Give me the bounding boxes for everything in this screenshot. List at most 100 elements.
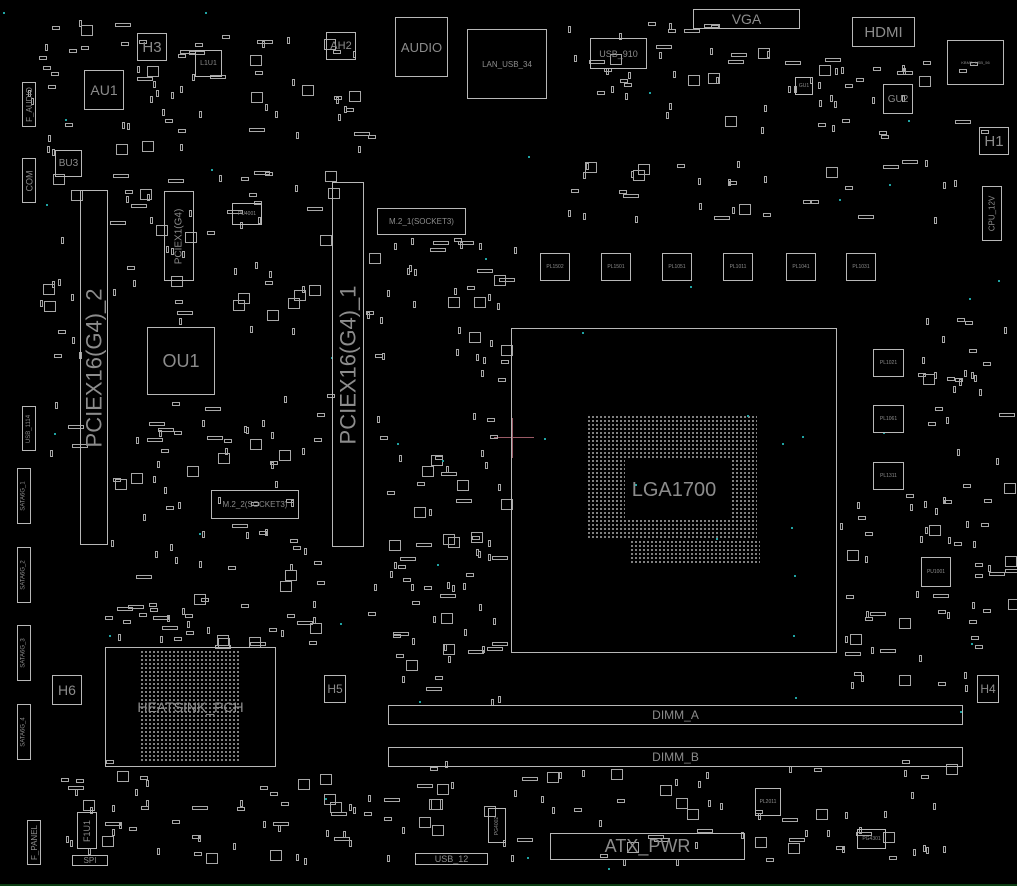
smd-component[interactable] bbox=[55, 402, 59, 410]
smd-component[interactable] bbox=[146, 779, 150, 787]
smd-component[interactable] bbox=[264, 529, 268, 537]
smd-component[interactable] bbox=[448, 537, 461, 549]
smd-component[interactable] bbox=[921, 775, 930, 780]
smd-component[interactable] bbox=[763, 212, 772, 217]
smd-component[interactable] bbox=[185, 630, 194, 635]
smd-component[interactable] bbox=[232, 300, 245, 312]
smd-component[interactable] bbox=[161, 626, 178, 631]
smd-component[interactable] bbox=[502, 840, 506, 848]
smd-component[interactable] bbox=[317, 580, 326, 585]
smd-component[interactable] bbox=[697, 781, 701, 789]
smd-component[interactable] bbox=[896, 71, 913, 76]
component-bu3[interactable]: BU3 bbox=[55, 150, 82, 177]
smd-component[interactable] bbox=[337, 113, 341, 121]
smd-component[interactable] bbox=[432, 824, 444, 836]
smd-component[interactable] bbox=[609, 54, 622, 66]
smd-component[interactable] bbox=[110, 220, 127, 225]
smd-component[interactable] bbox=[319, 234, 332, 246]
smd-component[interactable] bbox=[164, 118, 173, 123]
smd-component[interactable] bbox=[1007, 598, 1017, 610]
smd-component[interactable] bbox=[699, 202, 703, 210]
smd-component[interactable] bbox=[112, 805, 116, 813]
smd-component[interactable] bbox=[390, 570, 394, 578]
smd-component[interactable] bbox=[635, 215, 639, 223]
smd-component[interactable] bbox=[396, 653, 405, 658]
smd-component[interactable] bbox=[414, 507, 427, 519]
smd-component[interactable] bbox=[827, 830, 831, 838]
smd-component[interactable] bbox=[428, 508, 432, 516]
smd-component[interactable] bbox=[250, 54, 263, 66]
component-sata6g-4[interactable]: SATA6G_4 bbox=[17, 704, 31, 760]
smd-component[interactable] bbox=[333, 49, 342, 54]
smd-component[interactable] bbox=[448, 296, 461, 308]
smd-component[interactable] bbox=[71, 444, 88, 449]
component-pg4301[interactable]: PG4301 bbox=[857, 829, 886, 849]
smd-component[interactable] bbox=[955, 120, 972, 125]
smd-component[interactable] bbox=[369, 252, 382, 264]
smd-component[interactable] bbox=[80, 46, 89, 50]
smd-component[interactable] bbox=[297, 778, 310, 790]
smd-component[interactable] bbox=[937, 610, 946, 615]
smd-component[interactable] bbox=[669, 102, 673, 110]
smd-component[interactable] bbox=[104, 615, 113, 620]
smd-component[interactable] bbox=[500, 344, 513, 356]
smd-component[interactable] bbox=[947, 612, 951, 620]
smd-component[interactable] bbox=[140, 805, 149, 810]
smd-component[interactable] bbox=[135, 436, 139, 444]
smd-component[interactable] bbox=[546, 771, 559, 783]
smd-component[interactable] bbox=[617, 799, 626, 804]
smd-component[interactable] bbox=[687, 808, 700, 820]
smd-component[interactable] bbox=[944, 500, 953, 505]
smd-component[interactable] bbox=[933, 593, 950, 598]
smd-component[interactable] bbox=[432, 615, 436, 623]
smd-component[interactable] bbox=[127, 266, 136, 271]
component-atx-pwr[interactable]: ATX_PWR bbox=[550, 833, 745, 860]
smd-component[interactable] bbox=[112, 829, 116, 837]
smd-component[interactable] bbox=[217, 634, 230, 646]
smd-component[interactable] bbox=[683, 28, 700, 33]
smd-component[interactable] bbox=[710, 47, 714, 55]
smd-component[interactable] bbox=[513, 790, 517, 798]
smd-component[interactable] bbox=[441, 472, 458, 477]
smd-component[interactable] bbox=[206, 230, 215, 235]
smd-component[interactable] bbox=[123, 619, 132, 624]
smd-component[interactable] bbox=[57, 329, 66, 334]
smd-component[interactable] bbox=[968, 620, 977, 625]
smd-component[interactable] bbox=[259, 786, 268, 791]
smd-component[interactable] bbox=[160, 448, 169, 453]
smd-component[interactable] bbox=[172, 819, 181, 824]
component-dimm-b[interactable]: DIMM_B bbox=[388, 747, 963, 767]
smd-component[interactable] bbox=[194, 594, 207, 606]
smd-component[interactable] bbox=[962, 483, 971, 488]
smd-component[interactable] bbox=[627, 72, 631, 80]
component-ah2[interactable]: AH2 bbox=[326, 32, 356, 60]
smd-component[interactable] bbox=[898, 675, 911, 687]
smd-component[interactable] bbox=[421, 465, 434, 477]
smd-component[interactable] bbox=[119, 822, 123, 830]
smd-component[interactable] bbox=[328, 188, 341, 200]
smd-component[interactable] bbox=[455, 348, 459, 356]
smd-component[interactable] bbox=[959, 68, 968, 73]
smd-component[interactable] bbox=[381, 353, 385, 361]
smd-component[interactable] bbox=[174, 637, 183, 642]
smd-component[interactable] bbox=[187, 466, 200, 478]
smd-component[interactable] bbox=[433, 241, 450, 246]
smd-component[interactable] bbox=[243, 425, 247, 433]
smd-component[interactable] bbox=[325, 830, 329, 837]
component-com[interactable]: COM bbox=[22, 158, 36, 203]
smd-component[interactable] bbox=[706, 771, 710, 779]
smd-component[interactable] bbox=[973, 540, 977, 548]
smd-component[interactable] bbox=[207, 435, 224, 440]
smd-component[interactable] bbox=[187, 621, 191, 629]
smd-component[interactable] bbox=[136, 66, 140, 74]
smd-component[interactable] bbox=[60, 236, 64, 244]
smd-component[interactable] bbox=[707, 72, 720, 84]
smd-component[interactable] bbox=[269, 849, 282, 861]
component-vga[interactable]: VGA bbox=[693, 9, 800, 29]
smd-component[interactable] bbox=[501, 359, 510, 364]
smd-component[interactable] bbox=[136, 76, 153, 81]
smd-component[interactable] bbox=[122, 121, 126, 129]
smd-component[interactable] bbox=[249, 438, 262, 450]
smd-component[interactable] bbox=[399, 556, 416, 561]
